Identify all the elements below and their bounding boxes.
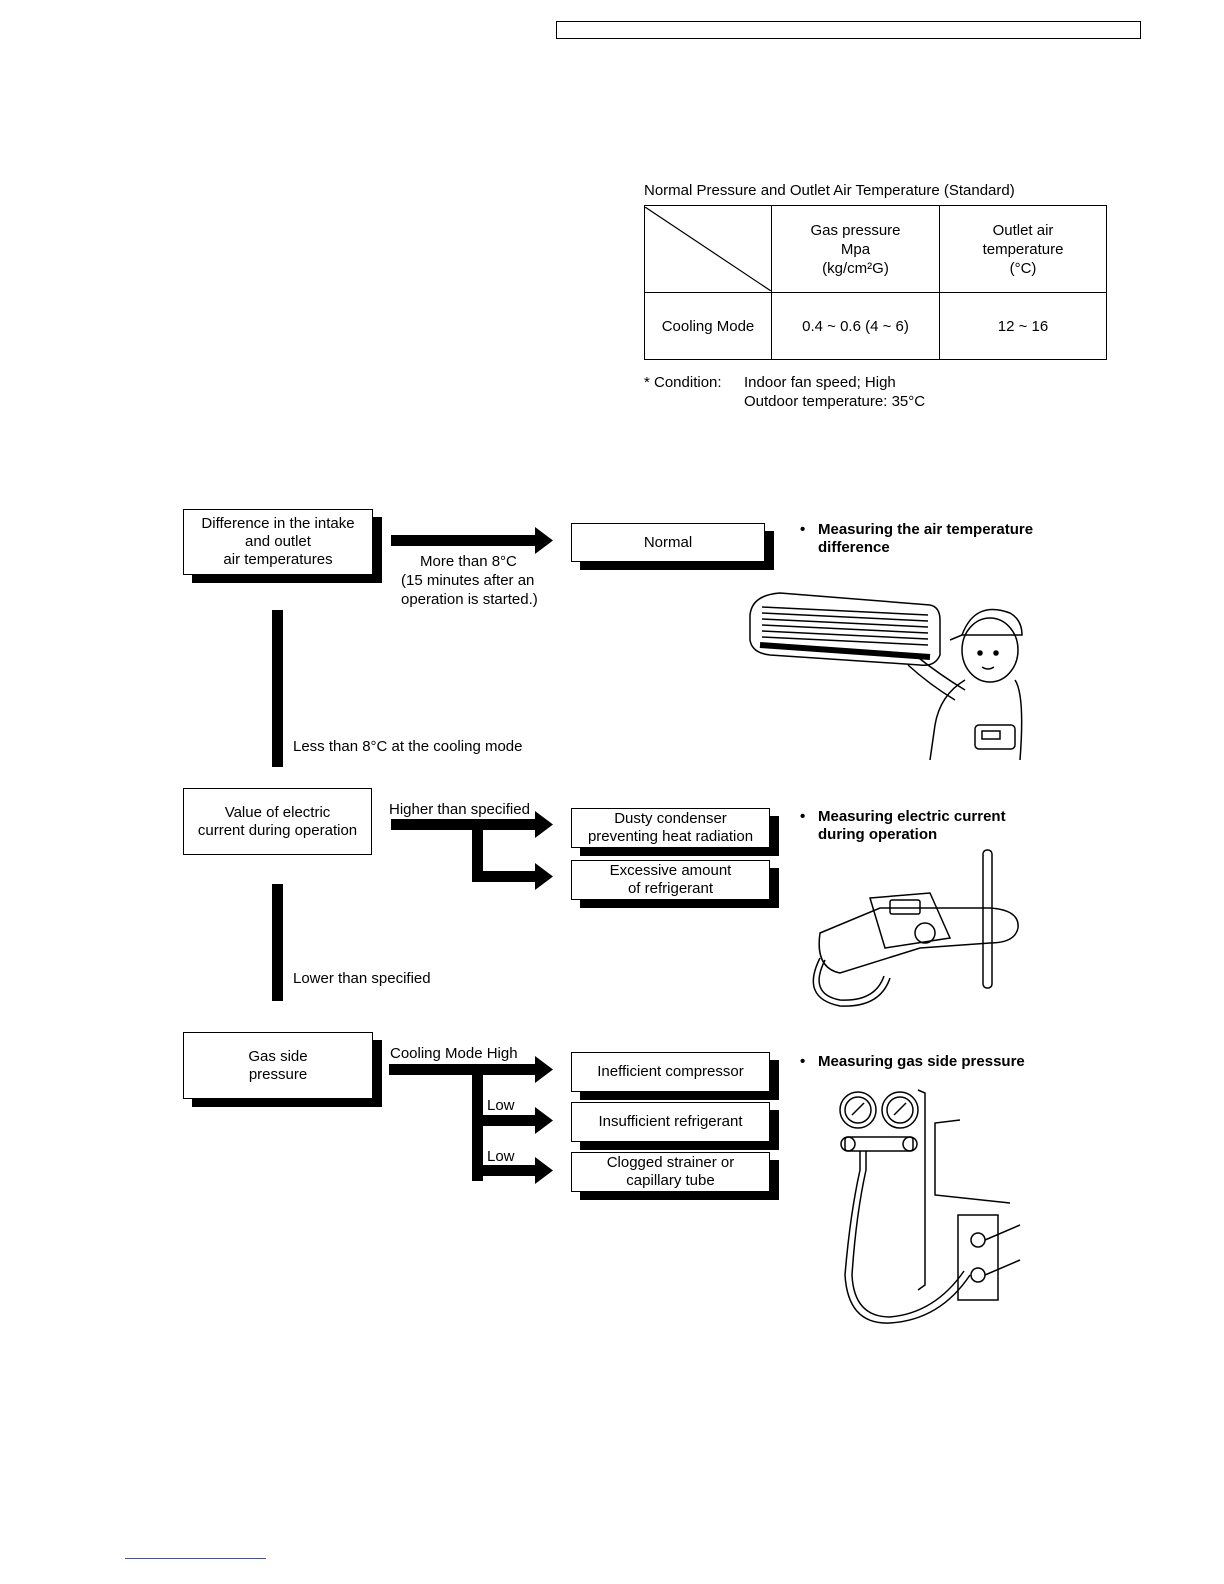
condition-line1: Indoor fan speed; High xyxy=(744,374,896,391)
result-dusty-condenser: Dusty condenser preventing heat radiatio… xyxy=(571,808,770,848)
outlet-temp-value: 12 ~ 16 xyxy=(939,292,1107,360)
step1-arrow-label-2: (15 minutes after an xyxy=(401,572,535,589)
vertical-connector-1 xyxy=(272,610,283,767)
arrow-step3-low2 xyxy=(472,1157,553,1184)
arrow-step2-lower xyxy=(472,863,553,890)
gas-header-line1: Gas pressure xyxy=(810,221,901,239)
step1-box-line1: Difference in the intake xyxy=(201,515,355,532)
step1-down-label: Less than 8°C at the cooling mode xyxy=(293,738,523,755)
outlet-header-line1: Outlet air xyxy=(992,221,1054,239)
step3-low2-label: Low xyxy=(487,1148,515,1165)
clamp-meter-illustration xyxy=(812,849,1019,1007)
box-air-temp-difference: Difference in the intake and outlet air … xyxy=(183,509,373,575)
result-dusty-line2: preventing heat radiation xyxy=(587,828,754,845)
result-excessive-line2: of refrigerant xyxy=(627,880,714,897)
step3-arrow-label: Cooling Mode High xyxy=(390,1045,518,1062)
step1-box-line2: and outlet xyxy=(245,533,311,550)
gas-pressure-header: Gas pressure Mpa (kg/cm²G) xyxy=(771,205,940,293)
outlet-header-line2: temperature xyxy=(982,240,1064,258)
arrow-step3-high xyxy=(389,1056,553,1083)
step1-arrow-label-1: More than 8°C xyxy=(420,553,517,570)
box-electric-current: Value of electric current during operati… xyxy=(183,788,372,855)
step3-box-line1: Gas side xyxy=(248,1047,308,1065)
gas-header-line3: (kg/cm²G) xyxy=(822,259,889,277)
table-title: Normal Pressure and Outlet Air Temperatu… xyxy=(644,182,1015,199)
step1-box-line3: air temperatures xyxy=(223,551,333,568)
arrow-step2-upper xyxy=(391,811,553,838)
bullet-2: • xyxy=(800,808,806,825)
gauge-manifold-illustration xyxy=(839,1089,1021,1324)
note1-line2: difference xyxy=(818,539,890,556)
condition-label: * Condition: xyxy=(644,374,722,391)
vertical-connector-2 xyxy=(272,884,283,1001)
bullet-1: • xyxy=(800,521,806,538)
footer-link-underline[interactable] xyxy=(125,1558,266,1559)
technician-thermometer-illustration xyxy=(749,592,1023,761)
table-corner-cell xyxy=(644,205,772,293)
gas-header-line2: Mpa xyxy=(840,240,871,258)
step2-box-line1: Value of electric xyxy=(224,803,331,821)
step1-arrow-label-3: operation is started.) xyxy=(401,591,538,608)
result-excessive-refrigerant: Excessive amount of refrigerant xyxy=(571,860,770,900)
box-gas-side-pressure: Gas side pressure xyxy=(183,1032,373,1099)
note2-line2: during operation xyxy=(818,826,938,843)
note1-line1: Measuring the air temperature xyxy=(818,521,1034,538)
result-clogged-line2: capillary tube xyxy=(626,1172,715,1189)
result-dusty-line1: Dusty condenser xyxy=(614,810,727,827)
step3-box-line2: pressure xyxy=(248,1065,308,1083)
result-clogged-line1: Clogged strainer or xyxy=(606,1154,735,1171)
result-inefficient-compressor: Inefficient compressor xyxy=(571,1052,770,1092)
note-gas-pressure: • Measuring gas side pressure xyxy=(800,1053,1025,1071)
bullet-3: • xyxy=(800,1053,806,1070)
row-label-cooling-mode: Cooling Mode xyxy=(644,292,772,360)
note3-line1: Measuring gas side pressure xyxy=(818,1053,1025,1070)
step2-arrow-label: Higher than specified xyxy=(389,801,530,818)
note-air-temp: • Measuring the air temperature differen… xyxy=(800,521,1034,557)
step2-box-line2: current during operation xyxy=(197,821,358,839)
arrow-step1-normal xyxy=(391,527,553,554)
step3-low1-label: Low xyxy=(487,1097,515,1114)
diagonal-line xyxy=(645,207,771,291)
outlet-header-line3: (°C) xyxy=(1009,259,1037,277)
outlet-temp-header: Outlet air temperature (°C) xyxy=(939,205,1107,293)
gas-pressure-value: 0.4 ~ 0.6 (4 ~ 6) xyxy=(771,292,940,360)
connector-step2 xyxy=(472,819,483,877)
result-clogged-strainer: Clogged strainer or capillary tube xyxy=(571,1152,770,1192)
result-normal: Normal xyxy=(571,523,765,562)
note-electric-current: • Measuring electric current during oper… xyxy=(800,808,1006,844)
header-box xyxy=(556,21,1141,39)
pressure-temperature-table: Gas pressure Mpa (kg/cm²G) Outlet air te… xyxy=(644,205,1107,360)
result-excessive-line1: Excessive amount xyxy=(609,862,732,879)
result-insufficient-refrigerant: Insufficient refrigerant xyxy=(571,1102,770,1142)
step2-down-label: Lower than specified xyxy=(293,970,431,987)
condition-line2: Outdoor temperature: 35°C xyxy=(744,393,926,410)
note2-line1: Measuring electric current xyxy=(818,808,1006,825)
arrow-step3-low1 xyxy=(472,1107,553,1134)
